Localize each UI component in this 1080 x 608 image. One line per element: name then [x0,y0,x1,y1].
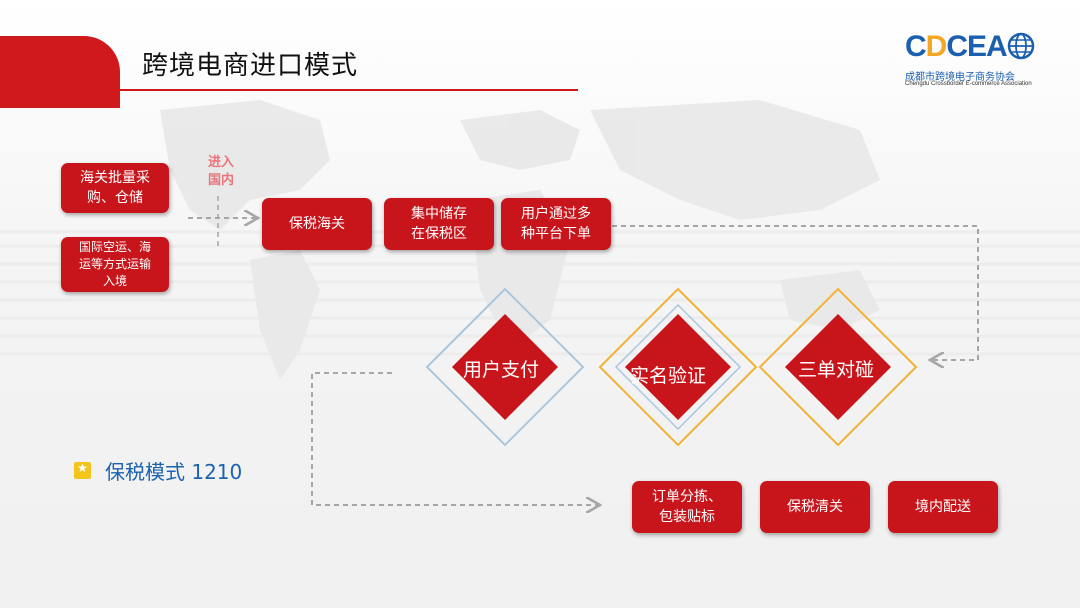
step-bonded-clearance: 保税清关 [760,481,870,533]
diamond-label-match: 三单对碰 [797,359,874,381]
logo-name-cn: 成都市跨境电子商务协会 [905,72,1015,83]
step-bonded-storage: 集中储存 在保税区 [384,198,494,250]
step-user-order: 用户通过多 种平台下单 [501,198,611,250]
association-logo: CDCEA 成都市跨境电子商务协会 Chengdu Crossborder E-… [905,30,1045,90]
step-domestic-delivery: 境内配送 [888,481,998,533]
diamond-match [785,314,891,420]
page-title: 跨境电商进口模式 [142,51,359,81]
diamond-pay [452,314,558,420]
diamond-frame-verify-inner [614,303,742,431]
diamond-label-verify: 实名验证 [629,365,706,387]
mode-label: 保税模式 1210 [105,460,243,484]
logo-mark: CDCEA [905,30,1008,63]
diamond-label-pay: 用户支付 [462,359,539,381]
title-underline [120,89,578,91]
step-bonded-customs: 保税海关 [262,198,372,250]
connector-pay-to-sort [311,372,598,505]
mode-label-row: ★ 保税模式 1210 [74,456,242,485]
logo-name-en: Chengdu Crossborder E-commerce Associati… [905,81,1032,87]
title-accent-tab [0,36,120,108]
star-icon: ★ [74,461,91,479]
diamond-frame-match [758,287,918,447]
connector-order-to-match [612,225,979,360]
diamond-verify [625,314,731,420]
diamond-frame-verify [598,287,758,447]
step-sort-pack: 订单分拣、 包装贴标 [632,481,742,533]
source-box-purchase: 海关批量采 购、仓储 [61,163,169,213]
enter-domestic-label: 进入 国内 [207,155,234,188]
source-box-shipping: 国际空运、海 运等方式运输 入境 [61,237,169,292]
globe-icon [1007,32,1035,60]
diamond-frame-pay [425,287,585,447]
